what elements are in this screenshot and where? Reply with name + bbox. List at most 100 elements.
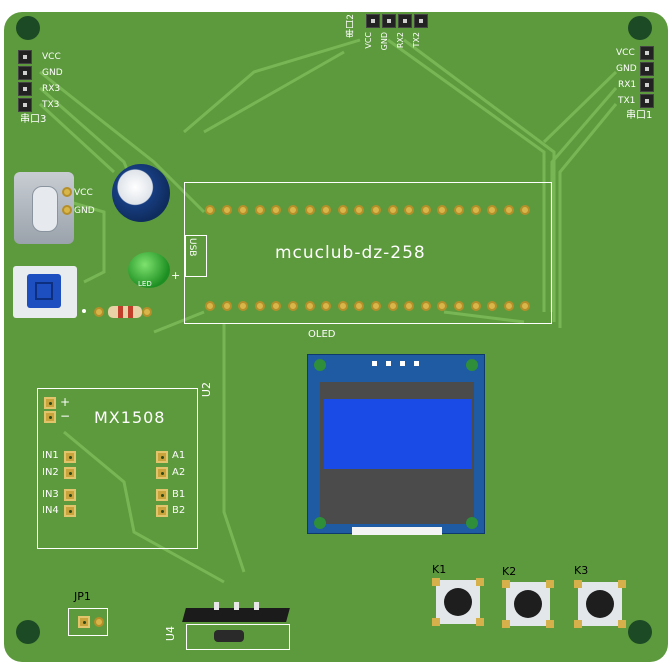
key-label: K2	[502, 565, 517, 578]
power-led	[128, 252, 170, 288]
mcu-pin-pad	[520, 301, 531, 311]
power-pad	[44, 411, 56, 423]
u4-regulator	[182, 602, 292, 652]
mcu-pin-pad	[371, 301, 381, 311]
oled-screen	[324, 399, 472, 469]
uart3-name: 串口3	[20, 114, 47, 125]
resistor-pad	[142, 307, 152, 317]
input-pad	[64, 451, 76, 463]
header-pin	[640, 78, 654, 92]
jp1-outline	[68, 608, 108, 636]
mounting-hole	[16, 16, 40, 40]
uart2-pin-label: TX2	[412, 32, 421, 48]
mcu-pin-pad	[470, 301, 481, 311]
mcu-pin-pad	[520, 205, 531, 215]
mcu-pin-pad	[337, 205, 348, 215]
mcu-pin-pad	[503, 205, 514, 215]
input-pad	[64, 467, 76, 479]
output-pad	[156, 489, 168, 501]
uart3-pin-label: GND	[42, 68, 63, 78]
u4-label: U4	[164, 626, 177, 642]
mcu-pin-pad	[254, 205, 265, 215]
mcu-pin-pad	[404, 301, 415, 311]
uart3-pin-label: RX3	[42, 84, 61, 94]
output-pad	[156, 467, 168, 479]
mcu-pin-pad	[454, 205, 464, 215]
mounting-hole	[628, 620, 652, 644]
header-pin	[640, 62, 654, 76]
header-pin	[18, 82, 32, 96]
key-label: K1	[432, 563, 447, 576]
regulator-outline	[186, 624, 290, 650]
power-switch[interactable]	[13, 266, 77, 318]
switch-knob	[27, 274, 61, 308]
oled-mount-hole	[466, 359, 478, 371]
uart3-pin-label: TX3	[42, 100, 60, 110]
mcu-pin-pad	[221, 301, 232, 311]
input-label: IN2	[42, 467, 59, 478]
u2-label: U2	[200, 382, 213, 398]
input-pad	[64, 489, 76, 501]
jp1-pad	[78, 616, 90, 628]
oled-mount-hole	[314, 517, 326, 529]
mx1508-title: MX1508	[94, 408, 166, 427]
input-label: IN4	[42, 505, 59, 516]
mcu-pin-pad	[503, 301, 514, 311]
mcu-pin-pad	[205, 301, 215, 311]
usb-pad	[62, 205, 72, 215]
key-k2-button[interactable]	[502, 580, 554, 628]
mcu-pin-pad	[304, 301, 315, 311]
mcu-pin-pad	[321, 205, 332, 215]
output-label: A2	[172, 467, 186, 478]
header-pin	[18, 98, 32, 112]
uart2-pin-label: VCC	[364, 32, 373, 49]
mcu-pin-pad	[288, 205, 298, 215]
uart1-pin-label: RX1	[618, 80, 637, 90]
mounting-hole	[16, 620, 40, 644]
output-label: B1	[172, 489, 186, 500]
oled-mount-hole	[314, 359, 326, 371]
mcu-title: mcuclub-dz-258	[275, 243, 426, 263]
pcb-board: VCC GND RX3 TX3 串口3 VCC GND RX2 TX2 串口2 …	[4, 12, 668, 662]
mcu-pin-pad	[387, 205, 398, 215]
oled-pins	[368, 361, 428, 369]
mcu-pin-pad	[387, 301, 398, 311]
mcu-pin-pad	[420, 301, 431, 311]
uart1-pin-label: VCC	[616, 48, 635, 58]
mcu-pin-pad	[470, 205, 481, 215]
electrolytic-capacitor	[112, 164, 170, 222]
key-label: K3	[574, 564, 589, 577]
output-pad	[156, 505, 168, 517]
mcu-pin-pad	[254, 301, 265, 311]
header-pin	[382, 14, 396, 28]
header-pin	[366, 14, 380, 28]
usb-c-port	[32, 186, 58, 232]
uart1-name: 串口1	[626, 110, 653, 121]
input-label: IN1	[42, 450, 59, 461]
header-pin	[640, 46, 654, 60]
led-label: LED	[138, 280, 152, 288]
oled-mount-hole	[466, 517, 478, 529]
regulator-body	[182, 608, 290, 622]
mcu-pin-pad	[354, 301, 365, 311]
usb-pad	[62, 187, 72, 197]
power-minus-label: −	[60, 409, 71, 423]
mcu-pin-pad	[304, 205, 315, 215]
header-pin	[640, 94, 654, 108]
mcu-pin-pad	[354, 205, 365, 215]
uart2-pin-label: RX2	[396, 32, 405, 49]
uart2-pin-label: GND	[380, 32, 389, 51]
oled-label: OLED	[308, 329, 336, 340]
usb-label: USB	[187, 238, 197, 257]
mcu-module: USB + mcuclub-dz-258	[171, 182, 552, 324]
key-k3-button[interactable]	[574, 580, 626, 628]
header-pin	[18, 50, 32, 64]
resistor	[108, 306, 142, 318]
mcu-pin-pad	[371, 205, 381, 215]
usb-c-pin-label: VCC	[74, 188, 93, 198]
mcu-pin-pad	[487, 205, 498, 215]
key-k1-button[interactable]	[432, 578, 484, 626]
uart1-pin-label: GND	[616, 64, 637, 74]
mx1508-module: + − MX1508 IN1 IN2 IN3 IN4 A1 A2 B1 B2	[37, 388, 198, 549]
oled-display	[307, 354, 485, 535]
